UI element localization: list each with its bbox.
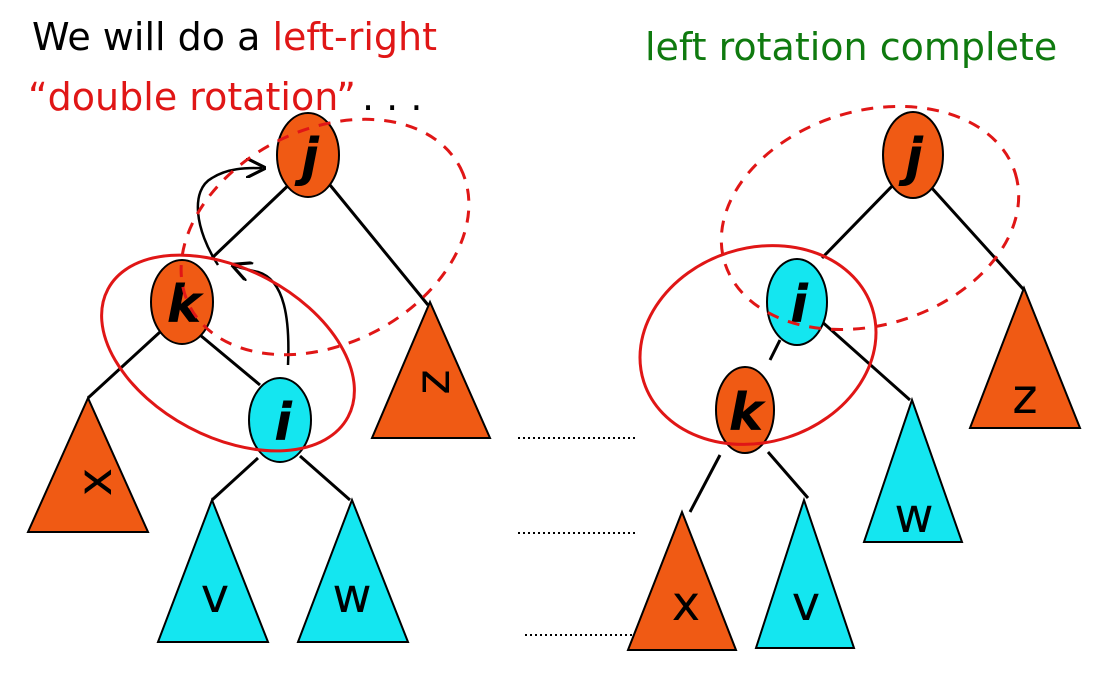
- left-title-ellipsis: . . .: [362, 75, 422, 119]
- subtree-x-triangle: [26, 395, 150, 533]
- rotation-arrow-to-j: [196, 168, 262, 266]
- node-i: [248, 377, 312, 463]
- node-j: [276, 112, 340, 198]
- r-subtree-x-label: x: [672, 576, 700, 632]
- r-subtree-v-label: v: [792, 576, 820, 632]
- node-k-label: k: [167, 275, 205, 335]
- node-k: [150, 259, 214, 345]
- subtree-z-triangle: [370, 299, 492, 439]
- r-subtree-z-label: z: [1012, 369, 1037, 425]
- r-node-i-label: i: [790, 275, 809, 335]
- left-title-prefix: We will do a: [32, 15, 272, 59]
- r-j-i-dashed-circle: [719, 104, 1021, 332]
- left-diagram: We will do a left-right “double rotation…: [26, 15, 492, 643]
- r-node-k: [715, 366, 775, 454]
- j-rotation-dashed-circle: [179, 117, 471, 357]
- node-i-label: i: [274, 393, 293, 453]
- subtree-z-label: z: [405, 369, 461, 394]
- edge-i-w: [299, 454, 351, 502]
- edge-r-j-z: [928, 184, 1026, 292]
- edge-r-i-w: [819, 318, 911, 402]
- edge-r-i-k: [768, 339, 782, 361]
- edge-i-v: [210, 456, 260, 502]
- right-title: left rotation complete: [645, 25, 1057, 69]
- k-i-rotation-circle: [100, 253, 356, 453]
- right-diagram: left rotation complete z w x v j i k: [626, 25, 1082, 651]
- edge-k-x: [86, 330, 162, 400]
- r-subtree-w-label: w: [894, 488, 933, 544]
- r-subtree-v-triangle: [754, 496, 856, 649]
- r-node-k-label: k: [729, 383, 767, 443]
- edge-j-k: [210, 176, 298, 260]
- subtree-x-label: x: [67, 468, 123, 496]
- edge-r-j-i: [820, 178, 900, 260]
- r-k-i-circle: [638, 244, 878, 446]
- r-subtree-w-triangle: [862, 396, 964, 543]
- r-subtree-x-triangle: [626, 509, 738, 651]
- edge-r-k-x: [688, 454, 722, 513]
- edge-r-k-v: [766, 451, 810, 499]
- subtree-v-label: v: [201, 568, 229, 624]
- subtree-w-triangle: [296, 497, 410, 643]
- edge-j-z: [328, 184, 430, 306]
- r-subtree-z-triangle: [968, 285, 1082, 429]
- left-title-highlight: left-right: [272, 15, 437, 59]
- r-node-i: [766, 258, 828, 346]
- left-title-line2: “double rotation”: [28, 75, 356, 119]
- r-node-j: [882, 111, 944, 199]
- subtree-w-label: w: [332, 568, 371, 624]
- left-title: We will do a left-right: [32, 15, 437, 59]
- subtree-v-triangle: [156, 497, 270, 643]
- rotation-arrow-to-k: [235, 266, 290, 366]
- edge-k-i: [199, 333, 261, 387]
